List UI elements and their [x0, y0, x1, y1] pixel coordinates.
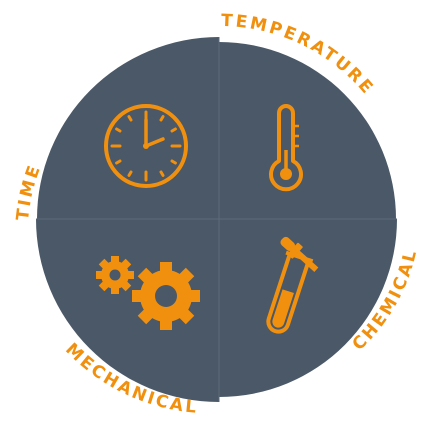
- test-tube-dropper-icon: [266, 236, 319, 334]
- segment-mechanical: [36, 219, 219, 402]
- segment-time: [37, 37, 219, 219]
- segment-temperature: [219, 42, 396, 219]
- gears-icon: [96, 256, 200, 330]
- thermometer-icon: [269, 104, 303, 192]
- segment-chemical: [219, 219, 397, 397]
- clock-icon: [104, 104, 188, 188]
